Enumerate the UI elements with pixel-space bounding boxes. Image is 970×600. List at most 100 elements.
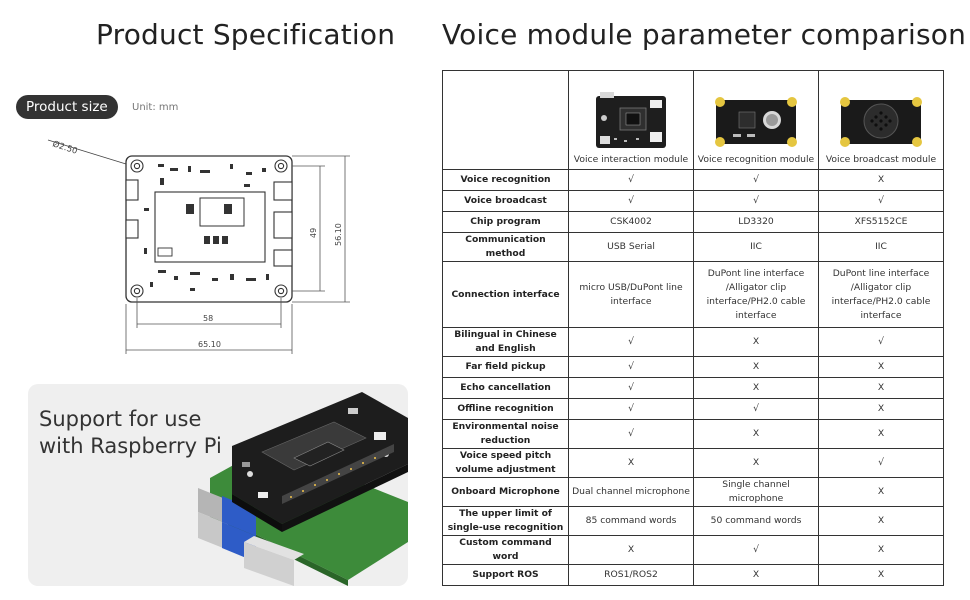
table-cell: √ — [568, 190, 694, 212]
module-2-name: Voice recognition module — [697, 154, 815, 165]
header-module-1: Voice interaction module — [568, 70, 694, 170]
table-cell: √ — [693, 190, 819, 212]
voice-broadcast-module-image — [840, 97, 922, 147]
table-row: Far field pickup √ X X — [442, 356, 944, 378]
table-cell: X — [818, 477, 944, 507]
table-cell: X — [693, 564, 819, 586]
hole-dimension-label: Ø2.50 — [51, 138, 79, 156]
table-cell: X — [818, 564, 944, 586]
table-cell: X — [568, 448, 694, 478]
header-module-3: Voice broadcast module — [818, 70, 944, 170]
row-label: Communication method — [442, 232, 569, 262]
table-cell: √ — [568, 398, 694, 420]
row-label: Offline recognition — [442, 398, 569, 420]
row-label: Chip program — [442, 211, 569, 233]
table-cell: X — [693, 327, 819, 357]
table-cell: X — [693, 419, 819, 449]
table-cell: 50 command words — [693, 506, 819, 536]
table-cell: √ — [568, 356, 694, 378]
table-cell: √ — [693, 169, 819, 191]
table-cell: √ — [568, 169, 694, 191]
row-label: Support ROS — [442, 564, 569, 586]
table-cell: X — [693, 377, 819, 399]
header-empty-cell — [442, 70, 569, 170]
table-cell: micro USB/DuPont line interface — [568, 261, 694, 328]
inner-height-label: 49 — [309, 228, 318, 238]
table-cell: √ — [693, 535, 819, 565]
unit-label: Unit: mm — [132, 102, 179, 113]
module-3-name: Voice broadcast module — [825, 154, 937, 165]
row-label: Bilingual in Chinese and English — [442, 327, 569, 357]
table-row: Custom command word X √ X — [442, 535, 944, 565]
raspberry-pi-card: Support for use with Raspberry Pi — [28, 384, 408, 586]
row-label: Voice speed pitch volume adjustment — [442, 448, 569, 478]
raspberry-pi-line1: Support for use — [39, 407, 202, 431]
table-cell: ROS1/ROS2 — [568, 564, 694, 586]
raspberry-pi-line2: with Raspberry Pi — [39, 434, 222, 458]
row-label: Voice broadcast — [442, 190, 569, 212]
outer-width-label: 65.10 — [198, 340, 221, 349]
table-row: Support ROS ROS1/ROS2 X X — [442, 564, 944, 586]
table-cell: DuPont line interface /Alligator clip in… — [693, 261, 819, 328]
table-row: The upper limit of single-use recognitio… — [442, 506, 944, 536]
inner-width-label: 58 — [203, 314, 213, 323]
table-cell: X — [818, 356, 944, 378]
table-row: Voice broadcast √ √ √ — [442, 190, 944, 212]
table-row: Environmental noise reduction √ X X — [442, 419, 944, 449]
table-row: Chip program CSK4002 LD3320 XFS5152CE — [442, 211, 944, 233]
table-row: Voice recognition √ √ X — [442, 169, 944, 191]
raspberry-pi-board-image — [198, 392, 408, 586]
table-cell: √ — [818, 448, 944, 478]
board-dimension-drawing: Ø2.50 — [47, 138, 350, 354]
row-label: Connection interface — [442, 261, 569, 328]
table-row: Communication method USB Serial IIC IIC — [442, 232, 944, 262]
table-cell: X — [818, 377, 944, 399]
table-cell: √ — [568, 419, 694, 449]
row-label: Onboard Microphone — [442, 477, 569, 507]
table-row: Bilingual in Chinese and English √ X √ — [442, 327, 944, 357]
table-cell: X — [568, 535, 694, 565]
table-cell: XFS5152CE — [818, 211, 944, 233]
table-cell: IIC — [693, 232, 819, 262]
table-cell: √ — [568, 327, 694, 357]
table-cell: X — [693, 448, 819, 478]
table-cell: X — [818, 419, 944, 449]
table-cell: X — [818, 398, 944, 420]
table-row: Connection interface micro USB/DuPont li… — [442, 261, 944, 328]
outer-height-label: 56.10 — [334, 223, 343, 246]
table-cell: CSK4002 — [568, 211, 694, 233]
voice-recognition-module-image — [715, 97, 797, 147]
row-label: Far field pickup — [442, 356, 569, 378]
table-cell: Single channel microphone — [693, 477, 819, 507]
table-cell: √ — [818, 190, 944, 212]
table-cell: √ — [693, 398, 819, 420]
row-label: The upper limit of single-use recognitio… — [442, 506, 569, 536]
table-cell: USB Serial — [568, 232, 694, 262]
table-cell: LD3320 — [693, 211, 819, 233]
voice-interaction-module-image — [596, 92, 666, 148]
row-label: Echo cancellation — [442, 377, 569, 399]
row-label: Environmental noise reduction — [442, 419, 569, 449]
table-cell: 85 command words — [568, 506, 694, 536]
comparison-table: Voice interaction module Voice recogniti… — [442, 70, 944, 586]
comparison-title: Voice module parameter comparison — [442, 18, 967, 51]
table-cell: Dual channel microphone — [568, 477, 694, 507]
product-spec-title: Product Specification — [96, 18, 396, 51]
table-cell: X — [818, 506, 944, 536]
table-row: Onboard Microphone Dual channel micropho… — [442, 477, 944, 507]
table-cell: DuPont line interface /Alligator clip in… — [818, 261, 944, 328]
table-row: Offline recognition √ √ X — [442, 398, 944, 420]
raspberry-pi-text: Support for use with Raspberry Pi — [39, 406, 259, 460]
header-module-2: Voice recognition module — [693, 70, 819, 170]
table-row: Voice speed pitch volume adjustment X X … — [442, 448, 944, 478]
table-cell: IIC — [818, 232, 944, 262]
table-header-row: Voice interaction module Voice recogniti… — [442, 70, 944, 170]
table-row: Echo cancellation √ X X — [442, 377, 944, 399]
row-label: Custom command word — [442, 535, 569, 565]
row-label: Voice recognition — [442, 169, 569, 191]
table-cell: √ — [568, 377, 694, 399]
table-cell: X — [818, 535, 944, 565]
product-size-badge: Product size — [16, 95, 118, 119]
module-1-name: Voice interaction module — [573, 154, 689, 165]
table-cell: X — [693, 356, 819, 378]
